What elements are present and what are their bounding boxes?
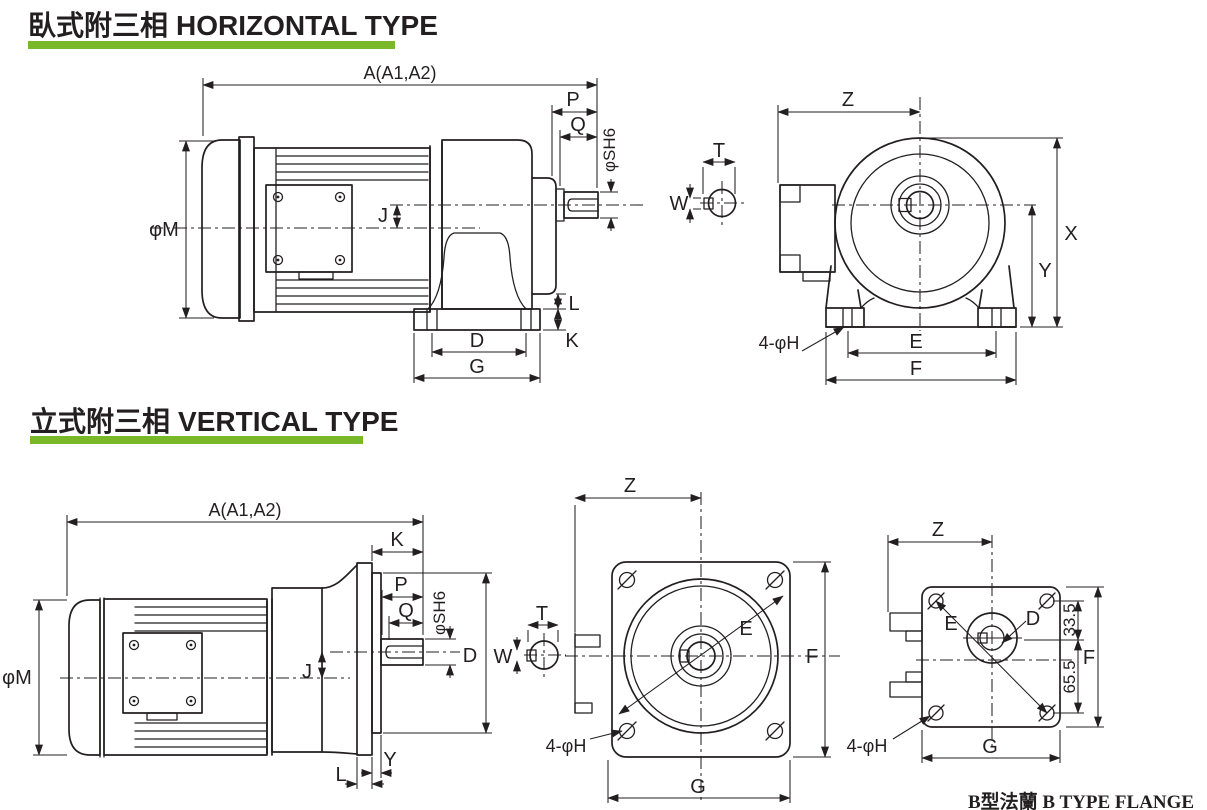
gear-housing-pedestal bbox=[427, 232, 527, 310]
b-type-flange-caption: B型法蘭 B TYPE FLANGE bbox=[968, 792, 1195, 810]
dim-label-j: J bbox=[378, 205, 388, 227]
dim-label-x: X bbox=[1064, 223, 1077, 245]
dim-label-4phih: 4-φH bbox=[759, 333, 800, 353]
dim-label-f: F bbox=[806, 646, 818, 668]
dim-label-g: G bbox=[982, 736, 998, 758]
dim-label-t: T bbox=[713, 140, 725, 162]
dim-label-q: Q bbox=[398, 600, 414, 622]
vertical-title-zh: 立式附三相 bbox=[30, 406, 171, 437]
dim-label-t: T bbox=[536, 603, 548, 625]
dim-label-m: φM bbox=[149, 219, 179, 241]
dim-label-g: G bbox=[690, 776, 706, 798]
dim-label-4phih: 4-φH bbox=[847, 736, 888, 756]
dim-label-a: A(A1,A2) bbox=[363, 63, 436, 83]
cooling-fins bbox=[134, 606, 267, 748]
dim-label-g: G bbox=[469, 356, 485, 378]
dim-label-w: W bbox=[670, 193, 689, 215]
dim-label-q: Q bbox=[570, 114, 586, 136]
dim-label-33-5: 33.5 bbox=[1060, 603, 1079, 636]
vertical-flange-view: T W bbox=[494, 475, 840, 803]
dim-label-f: F bbox=[910, 358, 922, 380]
flange-plate bbox=[921, 586, 1061, 728]
vertical-title-underline bbox=[30, 436, 363, 444]
dim-label-p: P bbox=[566, 89, 579, 111]
mounting-feet bbox=[825, 265, 1017, 328]
dim-label-d: D bbox=[463, 645, 477, 667]
dim-label-k: K bbox=[390, 529, 404, 551]
output-bearing-housing bbox=[531, 177, 557, 295]
dim-label-sh6: φSH6 bbox=[430, 591, 449, 635]
vertical-flange-dimensions: Z E F G 4-φH bbox=[546, 475, 831, 803]
horizontal-side-view: A(A1,A2) P Q φSH6 φM J L K bbox=[149, 63, 645, 383]
dim-label-sh6: φSH6 bbox=[600, 128, 619, 172]
horizontal-title-en: HORIZONTAL TYPE bbox=[176, 10, 438, 41]
dim-label-z: Z bbox=[624, 475, 636, 497]
dim-label-d: D bbox=[1026, 608, 1040, 630]
b-flange-dimensions: Z E D 33.5 65.5 F G 4-φH bbox=[847, 519, 1104, 763]
dim-label-w: W bbox=[494, 646, 513, 668]
dim-label-e: E bbox=[944, 613, 957, 635]
dim-label-z: Z bbox=[842, 89, 854, 111]
dim-label-p: P bbox=[394, 574, 407, 596]
dim-label-a: A(A1,A2) bbox=[208, 500, 281, 520]
mounting-base bbox=[413, 308, 541, 331]
dim-label-z: Z bbox=[932, 519, 944, 541]
dim-label-j: J bbox=[302, 661, 312, 683]
horizontal-title-underline bbox=[28, 41, 395, 49]
vertical-side-dimensions: A(A1,A2) K P Q φSH6 D φM bbox=[2, 500, 492, 789]
base-bolt-holes bbox=[426, 308, 532, 331]
motor-edge-tabs bbox=[889, 612, 923, 698]
dim-label-e: E bbox=[739, 618, 752, 640]
dim-label-y: Y bbox=[1038, 260, 1051, 282]
vertical-title-en: VERTICAL TYPE bbox=[178, 406, 399, 437]
b-type-flange-view: Z E D 33.5 65.5 F G 4-φH bbox=[847, 519, 1104, 763]
motor-edge-tabs bbox=[574, 632, 601, 714]
dim-label-y: Y bbox=[383, 749, 396, 771]
shaft-section-detail: T W bbox=[494, 603, 566, 678]
dim-label-l: L bbox=[335, 764, 346, 786]
horizontal-side-dimensions: A(A1,A2) P Q φSH6 φM J L K bbox=[149, 63, 619, 383]
cooling-fins bbox=[275, 147, 429, 313]
dim-label-f: F bbox=[1083, 647, 1095, 669]
shaft-section-detail: T W bbox=[670, 140, 745, 226]
dim-label-l: L bbox=[568, 293, 579, 315]
horizontal-title-zh: 臥式附三相 bbox=[28, 10, 169, 41]
horizontal-front-dimensions: Z X Y E F 4-φH bbox=[759, 89, 1078, 385]
dim-label-65-5: 65.5 bbox=[1060, 660, 1079, 693]
dim-label-e: E bbox=[909, 331, 922, 353]
dim-label-4phih: 4-φH bbox=[546, 736, 587, 756]
gear-housing bbox=[441, 139, 533, 310]
dim-label-d: D bbox=[470, 330, 484, 352]
fan-cowl bbox=[201, 139, 241, 319]
flange-bell bbox=[321, 564, 358, 755]
horizontal-front-view: T W bbox=[670, 89, 1078, 385]
dim-label-k: K bbox=[565, 330, 579, 352]
dim-label-m: φM bbox=[2, 667, 32, 689]
vertical-side-view: A(A1,A2) K P Q φSH6 D φM bbox=[2, 500, 492, 789]
terminal-box bbox=[122, 632, 203, 721]
fan-cowl bbox=[68, 599, 101, 756]
